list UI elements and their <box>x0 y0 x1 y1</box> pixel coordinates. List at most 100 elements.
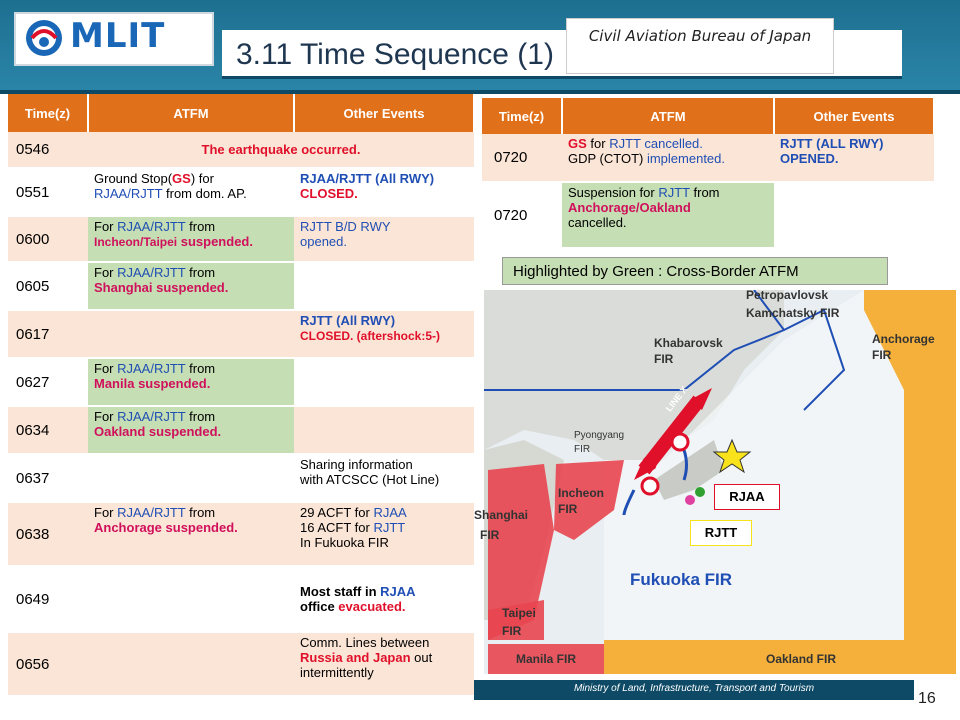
table-row: 0720 GS for RJTT cancelled.GDP (CTOT) im… <box>482 134 934 183</box>
time-cell: 0546 <box>8 132 88 169</box>
atfm-cell: GS for RJTT cancelled.GDP (CTOT) impleme… <box>562 134 774 183</box>
map-label-shanghai-fir: FIR <box>480 528 500 542</box>
stop-icon <box>640 476 660 496</box>
other-cell <box>294 406 474 455</box>
atfm-cell <box>88 310 294 359</box>
cross-border-legend: Highlighted by Green : Cross-Border ATFM <box>502 257 888 285</box>
other-cell <box>774 182 934 249</box>
table-header-row: Time(z) ATFM Other Events <box>482 98 935 134</box>
fir-map: Petropavlovsk Kamchatsky FIR Anchorage F… <box>474 288 956 674</box>
map-label-fukuoka: Fukuoka FIR <box>630 570 733 589</box>
map-label-kamchatsky: Kamchatsky FIR <box>746 306 840 320</box>
atfm-cell <box>88 454 294 503</box>
other-cell: RJTT (ALL RWY) OPENED. <box>774 134 934 183</box>
rjtt-dot <box>685 495 695 505</box>
taipei-fir-region <box>488 600 544 640</box>
org-label: Civil Aviation Bureau of Japan <box>588 27 812 45</box>
fir-map-graphic <box>484 289 956 674</box>
rjtt-tag: RJTT <box>690 520 752 546</box>
time-cell: 0720 <box>482 182 562 249</box>
other-cell <box>294 262 474 311</box>
col-header-time: Time(z) <box>8 94 89 132</box>
epicenter-star-icon <box>712 438 752 474</box>
map-label-incheon-fir: FIR <box>558 502 578 516</box>
map-label-oakland: Oakland FIR <box>766 652 837 666</box>
time-cell: 0656 <box>8 632 88 697</box>
time-cell: 0649 <box>8 566 88 633</box>
mlit-logo: MLIT <box>14 12 214 66</box>
time-cell: 0634 <box>8 406 88 455</box>
time-cell: 0627 <box>8 358 88 407</box>
anchorage-fir-region <box>864 290 956 390</box>
other-cell: RJTT (All RWY)CLOSED. (aftershock:5-) <box>294 310 474 359</box>
map-label-manila: Manila FIR <box>516 652 577 666</box>
table-header-row: Time(z) ATFM Other Events <box>8 94 475 132</box>
time-cell: 0617 <box>8 310 88 359</box>
time-cell: 0551 <box>8 168 88 217</box>
map-label-khabarovsk: Khabarovsk <box>654 336 723 350</box>
page-number: 16 <box>918 690 936 707</box>
col-header-atfm: ATFM <box>562 98 775 134</box>
rjaa-dot <box>695 487 705 497</box>
incheon-fir-region <box>554 460 624 540</box>
rjaa-tag: RJAA <box>714 484 780 510</box>
col-header-other: Other Events <box>774 98 935 134</box>
time-cell: 0637 <box>8 454 88 503</box>
map-label-taipei: Taipei <box>502 606 536 620</box>
logo-text: MLIT <box>70 16 166 56</box>
left-time-table: Time(z) ATFM Other Events 0546 The earth… <box>8 94 475 697</box>
map-label-pyongyang: Pyongyang <box>574 430 625 441</box>
line-x-arrow <box>638 395 705 475</box>
footer-ministry: Ministry of Land, Infrastructure, Transp… <box>573 683 815 694</box>
time-cell: 0600 <box>8 216 88 263</box>
col-header-time: Time(z) <box>482 98 563 134</box>
map-label-taipei-fir: FIR <box>502 624 522 638</box>
col-header-other: Other Events <box>294 94 475 132</box>
mlit-emblem-icon <box>26 20 62 56</box>
right-time-table: Time(z) ATFM Other Events 0720 GS for RJ… <box>482 98 935 249</box>
other-cell: RJAA/RJTT (All RWY)CLOSED. <box>294 168 474 217</box>
time-cell: 0720 <box>482 134 562 183</box>
other-cell <box>294 358 474 407</box>
time-cell: 0638 <box>8 502 88 567</box>
map-label-incheon: Incheon <box>558 486 605 500</box>
map-label-shanghai: Shanghai <box>474 508 529 522</box>
event-cell: The earthquake occurred. <box>88 132 474 169</box>
time-cell: 0605 <box>8 262 88 311</box>
map-label-anchorage-fir: FIR <box>872 348 892 362</box>
table-row: 0546 The earthquake occurred. <box>8 132 474 169</box>
header-divider <box>0 90 960 94</box>
map-label-petropavlovsk: Petropavlovsk <box>746 288 829 302</box>
footer-bar <box>474 680 914 700</box>
stop-icon <box>670 432 690 452</box>
map-label-anchorage: Anchorage <box>872 332 935 346</box>
atfm-cell <box>88 632 294 697</box>
map-label-khabarovsk-fir: FIR <box>654 352 674 366</box>
manila-fir-region <box>488 644 604 674</box>
map-label-pyongyang-fir: FIR <box>574 444 591 455</box>
atfm-cell <box>88 566 294 633</box>
table-row: 0617 RJTT (All RWY)CLOSED. (aftershock:5… <box>8 310 474 359</box>
slide-title: 3.11 Time Sequence (1) <box>236 38 554 71</box>
col-header-atfm: ATFM <box>88 94 295 132</box>
org-label-box: Civil Aviation Bureau of Japan <box>566 18 834 74</box>
